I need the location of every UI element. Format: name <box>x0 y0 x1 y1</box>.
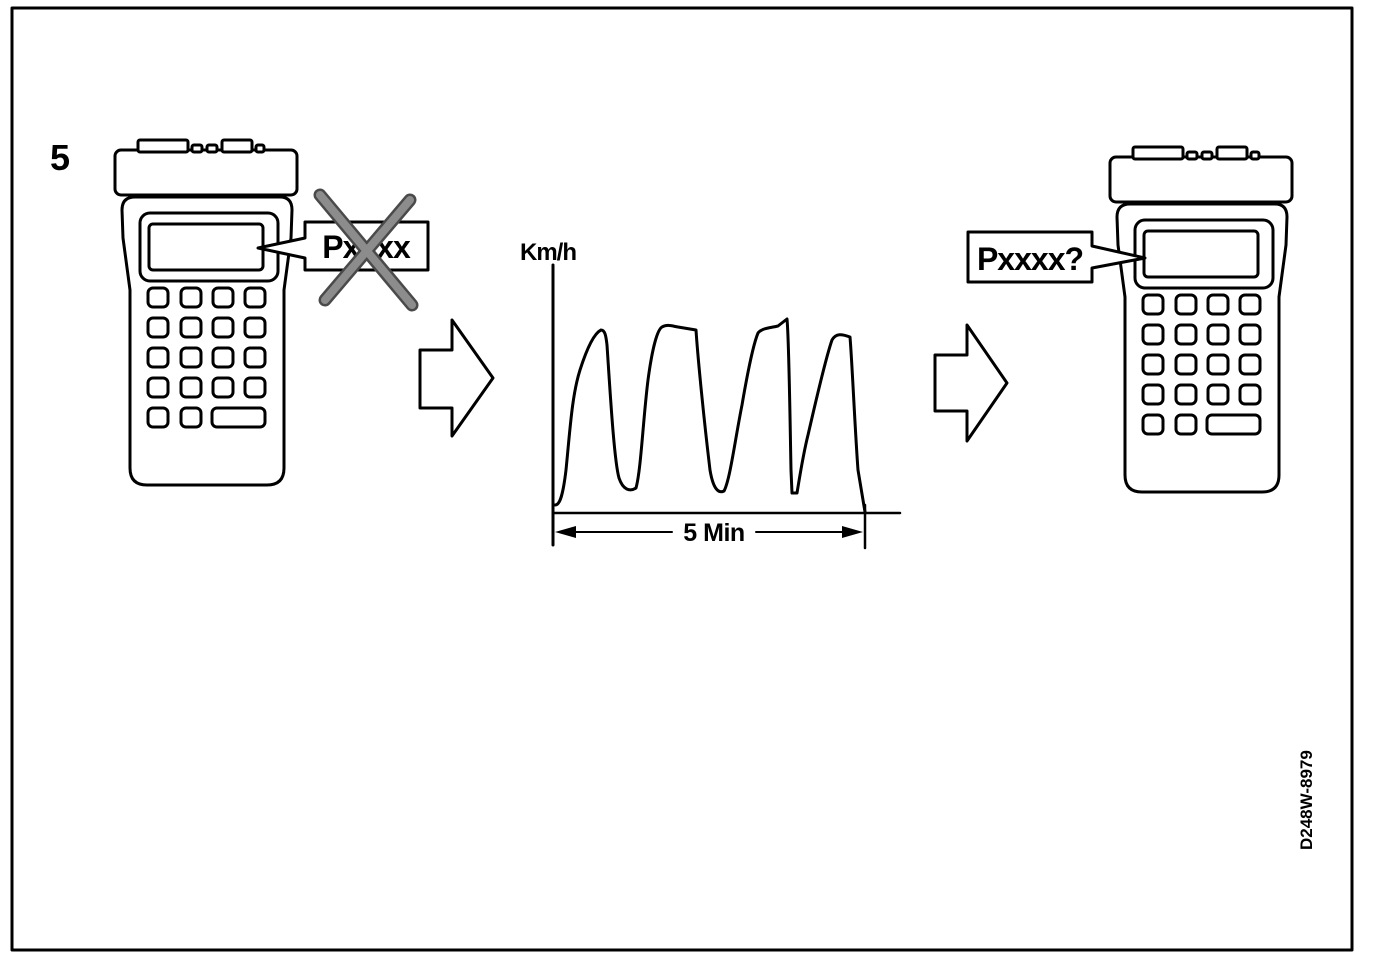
tester-connector-plug <box>1200 150 1214 161</box>
keypad-key <box>179 346 203 369</box>
speed-graph: Km/h 5 Min <box>520 239 902 550</box>
speed-trace <box>553 317 867 514</box>
keypad-key <box>211 286 235 309</box>
outer-frame <box>10 6 1354 952</box>
tester-connector-plug <box>254 143 266 154</box>
cross-mark-stroke <box>321 196 414 304</box>
keypad-key <box>1174 293 1198 316</box>
keypad-key <box>1174 323 1198 346</box>
keypad-key <box>1206 353 1230 376</box>
keypad-key <box>146 376 170 399</box>
tester-connector-plug <box>1185 150 1199 161</box>
keypad-key <box>1141 323 1165 346</box>
keypad-key <box>179 406 203 429</box>
cross-mark-icon <box>313 188 419 312</box>
keypad-key <box>146 406 170 429</box>
keypad-key <box>243 316 267 339</box>
tester-top-block <box>113 148 299 197</box>
arrowhead-right-icon <box>842 526 863 538</box>
keypad-key <box>1141 353 1165 376</box>
keypad-key <box>146 346 170 369</box>
keypad-key <box>1238 293 1262 316</box>
duration-label: 5 Min <box>683 519 744 547</box>
keypad-key <box>243 286 267 309</box>
y-axis-label: Km/h <box>520 239 576 266</box>
keypad-key <box>1206 323 1230 346</box>
keypad-key <box>1141 413 1165 436</box>
tester-connector-plug <box>190 143 204 154</box>
keypad-key <box>146 316 170 339</box>
tester-connector-plug <box>220 138 254 154</box>
keypad-key <box>146 286 170 309</box>
keypad-key <box>179 316 203 339</box>
tester-connector-plug <box>1215 145 1249 161</box>
arrowhead-left-icon <box>555 526 576 538</box>
keypad-key <box>243 376 267 399</box>
keypad-key <box>1141 383 1165 406</box>
arrow-right-icon <box>933 323 1009 443</box>
tester-screen <box>1142 229 1260 279</box>
tester-connector-plug <box>1131 145 1185 161</box>
keypad-wide-key <box>1205 413 1262 436</box>
keypad-key <box>211 316 235 339</box>
tester-connector-plug <box>1249 150 1261 161</box>
keypad-key <box>1206 383 1230 406</box>
keypad-wide-key <box>210 406 267 429</box>
keypad-key <box>1238 383 1262 406</box>
tester-screen <box>147 222 265 272</box>
right-tester <box>1108 145 1294 494</box>
tester-connector-plug <box>205 143 219 154</box>
figure-code: D248W-8979 <box>1297 750 1316 850</box>
keypad-key <box>1206 293 1230 316</box>
left-tester <box>113 138 299 487</box>
duration-dimension-line <box>555 526 863 538</box>
keypad-key <box>243 346 267 369</box>
keypad-key <box>1238 353 1262 376</box>
keypad-key <box>1141 293 1165 316</box>
keypad-key <box>179 286 203 309</box>
keypad-key <box>211 346 235 369</box>
tester-connector-plug <box>136 138 190 154</box>
step-number: 5 <box>50 137 70 178</box>
keypad-key <box>179 376 203 399</box>
keypad-key <box>1174 353 1198 376</box>
arrow-right-icon <box>418 318 495 438</box>
keypad-key <box>1238 323 1262 346</box>
right-callout: Pxxxx? <box>966 230 1147 284</box>
keypad-key <box>211 376 235 399</box>
right-callout-text: Pxxxx? <box>977 241 1083 277</box>
keypad-key <box>1174 413 1198 436</box>
right-callout-bubble <box>966 230 1147 284</box>
tester-top-block <box>1108 155 1294 204</box>
keypad-key <box>1174 383 1198 406</box>
